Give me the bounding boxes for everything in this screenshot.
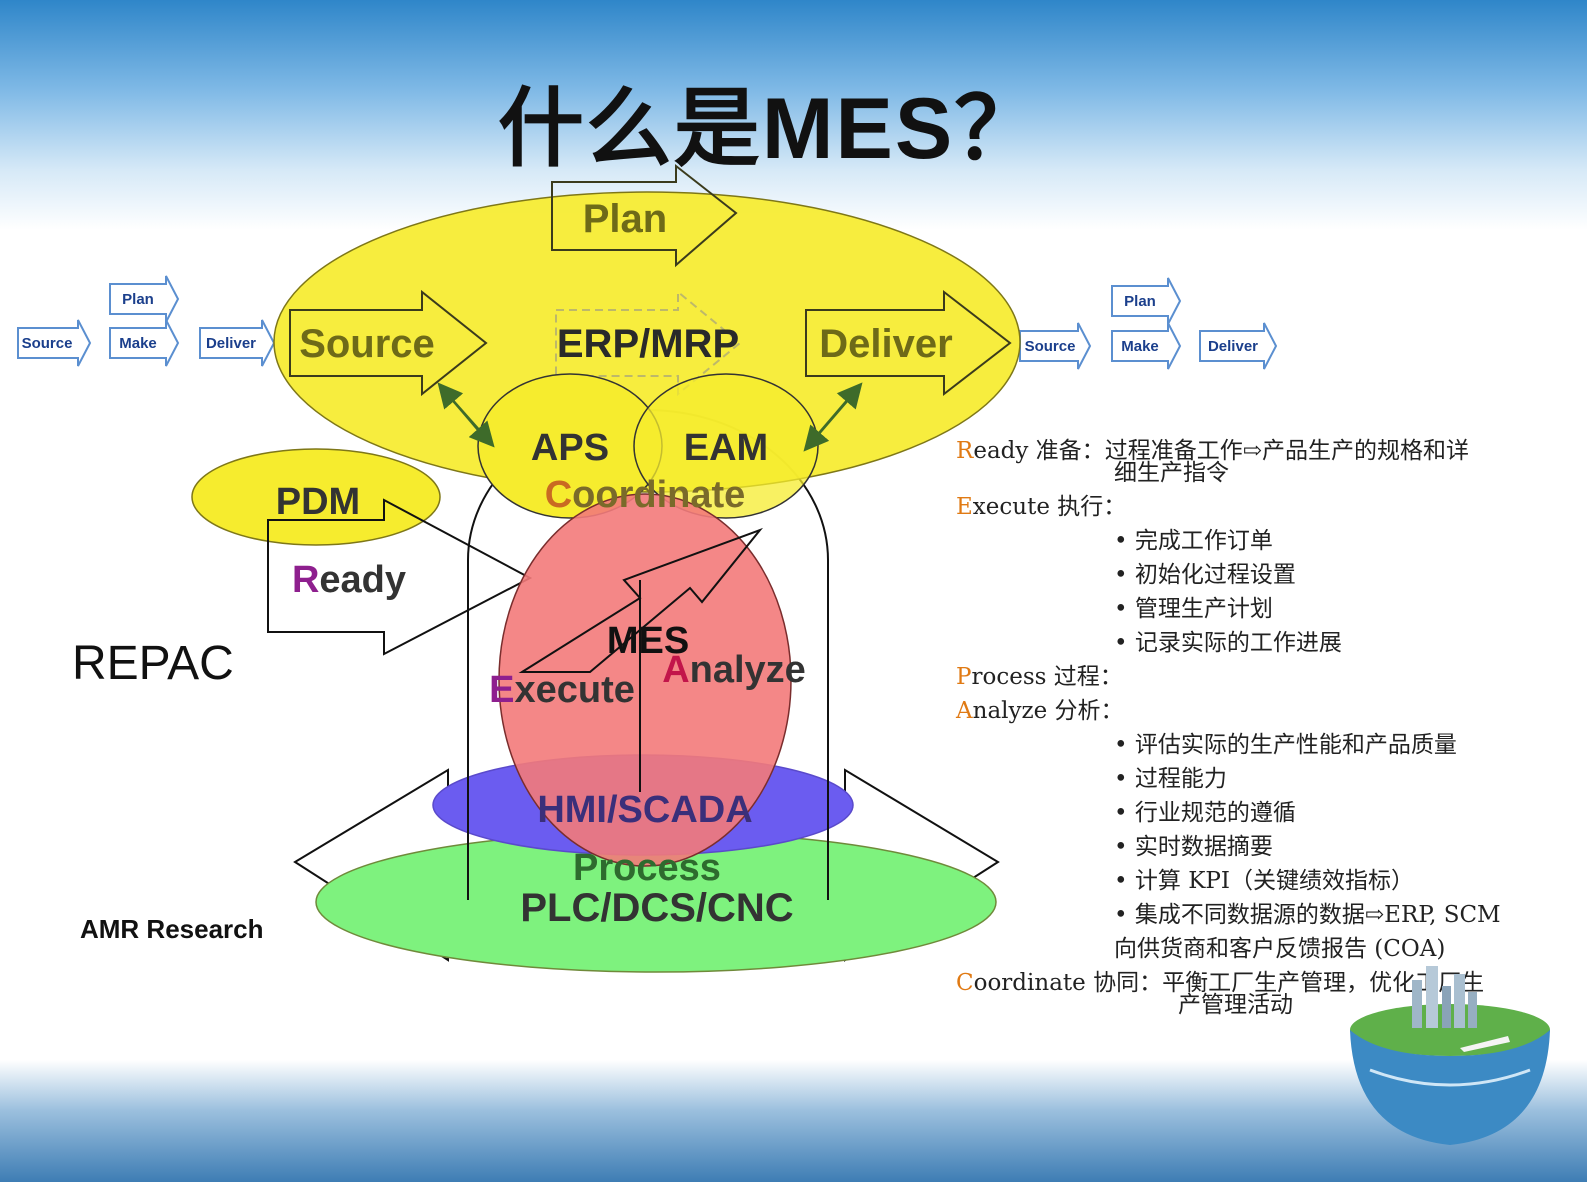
analyze-item: 计算 KPI（关键绩效指标） (956, 864, 1536, 898)
right-plan-label: Plan (1124, 293, 1156, 310)
analyze-initial: A (662, 649, 689, 691)
left-make-arrow (109, 319, 180, 367)
execute-label: Execute (489, 669, 635, 711)
note-analyze-label: 分析： (1047, 698, 1124, 724)
note-execute: Execute 执行： (956, 490, 1536, 524)
note-coordinate-label: 协同： (1085, 970, 1163, 996)
repac-label: REPAC (72, 637, 234, 690)
big-source-label: Source (299, 322, 435, 366)
note-process: Process 过程： (956, 660, 1536, 694)
note-ready-label: 准备： (1028, 438, 1105, 464)
execute-item: 初始化过程设置 (956, 558, 1536, 592)
aps-to-source-connector (437, 382, 491, 445)
analyze-item: 实时数据摘要 (956, 830, 1536, 864)
mes-ellipse (498, 493, 792, 867)
globe-ship (1460, 1036, 1510, 1052)
execute-item: 管理生产计划 (956, 592, 1536, 626)
left-deliver-label: Deliver (206, 335, 256, 352)
title-mark: ？ (954, 78, 1043, 179)
note-analyze-rest: nalyze (972, 698, 1048, 724)
left-source-arrow (17, 319, 92, 367)
analyze-item: 集成不同数据源的数据⇨ERP, SCM (956, 898, 1536, 932)
pdm-label: PDM (276, 481, 360, 523)
right-make-arrow (1111, 322, 1182, 370)
ready-rest: eady (319, 559, 406, 601)
note-ready-text: 过程准备工作⇨产品生产的规格和详 (1104, 438, 1469, 464)
right-deliver-label: Deliver (1208, 338, 1258, 355)
analyze-item: 评估实际的生产性能和产品质量 (956, 728, 1536, 762)
hmi-label: HMI/SCADA (537, 789, 752, 831)
right-deliver-arrow (1199, 322, 1278, 370)
note-ready-initial: R (956, 438, 974, 464)
left-supply-chain: Source Plan Make Deliver (17, 275, 276, 367)
right-make-label: Make (1121, 338, 1159, 355)
globe-building (1454, 974, 1465, 1028)
execute-initial: E (489, 669, 514, 711)
big-plan-label: Plan (583, 197, 667, 241)
note-analyze: Analyze 分析： (956, 694, 1536, 728)
process-label: Process (573, 847, 721, 889)
analyze-item: 过程能力 (956, 762, 1536, 796)
note-process-rest: rocess (971, 664, 1047, 690)
repac-notes: Ready 准备：过程准备工作⇨产品生产的规格和详 细生产指令 Execute … (956, 434, 1536, 1022)
left-make-label: Make (119, 335, 157, 352)
note-analyze-initial: A (956, 698, 973, 724)
globe-city-icon (1350, 966, 1550, 1145)
title-latin: MES (761, 81, 955, 177)
big-plan-arrow (551, 163, 738, 268)
note-execute-initial: E (956, 494, 973, 520)
analyze-label: Analyze (662, 649, 806, 691)
eam-to-deliver-connector (807, 382, 863, 447)
eam-label: EAM (684, 427, 768, 469)
note-process-initial: P (956, 664, 972, 690)
coordinate-label: Coordinate (545, 474, 746, 516)
ready-arrow (267, 498, 533, 656)
amr-research-credit: AMR Research (80, 914, 264, 944)
note-execute-label: 执行： (1049, 494, 1127, 520)
execute-item: 完成工作订单 (956, 524, 1536, 558)
globe-building (1412, 980, 1422, 1028)
execute-item: 记录实际的工作进展 (956, 626, 1536, 660)
right-source-label: Source (1025, 338, 1076, 355)
note-ready: Ready 准备：过程准备工作⇨产品生产的规格和详 (956, 434, 1536, 468)
analyze-rest: nalyze (690, 649, 806, 691)
ready-label: Ready (292, 559, 406, 601)
analyze-item: 行业规范的遵循 (956, 796, 1536, 830)
execute-to-analyze-arrow (518, 527, 764, 673)
left-source-label: Source (22, 335, 73, 352)
note-process-label: 过程： (1046, 664, 1123, 690)
globe-building (1468, 992, 1477, 1028)
note-coordinate-rest: oordinate (973, 970, 1086, 996)
globe-bowl (1350, 1030, 1550, 1145)
plc-label: PLC/DCS/CNC (520, 886, 793, 930)
globe-wave (1369, 1068, 1531, 1087)
erp-label: ERP/MRP (557, 322, 739, 366)
big-source-arrow (289, 289, 488, 397)
note-ready-continued: 细生产指令 (1114, 460, 1229, 486)
coordinate-rest: oordinate (572, 474, 745, 516)
execute-rest: xecute (514, 669, 634, 711)
note-execute-rest: xecute (972, 494, 1050, 520)
left-plan-label: Plan (122, 291, 154, 308)
note-coordinate-initial: C (956, 970, 974, 996)
note-coordinate-continued: 产管理活动 (1178, 992, 1293, 1018)
globe-building (1426, 966, 1438, 1028)
ready-initial: R (292, 559, 319, 601)
right-plan-arrow (1111, 277, 1182, 325)
analyze-item-continued: 向供货商和客户反馈报告 (COA) (1114, 936, 1446, 962)
right-supply-chain: Source Plan Make Deliver (1019, 277, 1278, 370)
mes-label: MES (607, 620, 689, 662)
aps-label: APS (531, 427, 609, 469)
right-source-arrow (1019, 322, 1092, 370)
note-ready-rest: eady (973, 438, 1029, 464)
title-cjk: 什么是 (497, 78, 762, 179)
left-deliver-arrow (199, 319, 276, 367)
globe-building (1442, 986, 1451, 1028)
big-deliver-arrow (805, 289, 1012, 397)
page-title: 什么是MES？ (0, 58, 1540, 183)
left-plan-arrow (109, 275, 180, 323)
big-deliver-label: Deliver (819, 322, 952, 366)
coordinate-initial: C (545, 474, 572, 516)
